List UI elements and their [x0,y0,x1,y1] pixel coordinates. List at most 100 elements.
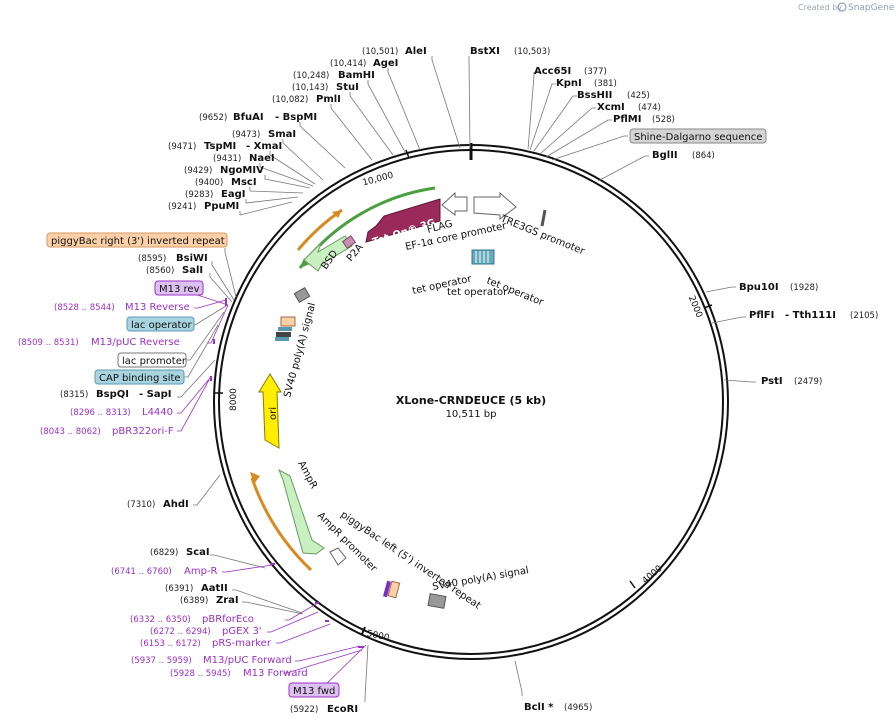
site-label-bsshii[interactable]: BssHII (425) [577,90,650,101]
sv40-polya-block-lower[interactable] [427,593,447,609]
piggybac-left-block[interactable] [387,580,401,599]
svg-text:BclI *: BclI * [524,702,554,713]
label-m13-fwd[interactable]: M13 fwd [288,682,340,698]
ori-label: ori [268,407,279,420]
tre3gs-promoter-arrow[interactable] [473,191,517,220]
primer-label-pbr322ori-f[interactable]: (8043 .. 8062) pBR322ori-F [40,426,174,437]
primer-label-pgex-3[interactable]: (6272 .. 6294) pGEX 3' [150,626,262,637]
site-label-naei[interactable]: (9431) NaeI [213,153,275,164]
tet-operator-block[interactable] [471,249,495,265]
site-label-pmli[interactable]: (10,082) PmlI [272,94,341,105]
label-lac-operator[interactable]: lac operator [126,316,195,332]
site-label-bspqi[interactable]: (8315) BspQI - SapI [60,389,171,400]
site-leader-lines [177,56,756,702]
lac-promoter-block [276,332,291,337]
svg-text:(864): (864) [692,151,715,161]
svg-text:BstXI: BstXI [470,46,500,57]
site-label-bamhi[interactable]: (10,248) BamHI [293,70,375,81]
tre-promoter-arrow-left[interactable] [441,191,468,217]
ampr-label: AmpR [295,459,319,491]
primer-label-amp-r[interactable]: (6741 .. 6760) Amp-R [111,566,218,577]
svg-text:(8528 .. 8544): (8528 .. 8544) [54,303,115,313]
svg-text:lac promoter: lac promoter [122,356,187,367]
primer-label-m13-puc-reverse[interactable]: (8509 .. 8531) M13/pUC Reverse [18,337,180,348]
site-label-msci[interactable]: (9400) MscI [195,177,257,188]
svg-text:(6272 .. 6294): (6272 .. 6294) [150,627,211,637]
site-label-kpni[interactable]: KpnI (381) [556,78,617,89]
svg-text:PpuMI: PpuMI [204,201,239,212]
primer-label-m13-reverse[interactable]: (8528 .. 8544) M13 Reverse [54,302,190,313]
site-label-bglii[interactable]: BglII (864) [652,150,715,161]
site-label-agei[interactable]: (10,414) AgeI [330,58,398,69]
site-label-stui[interactable]: (10,143) StuI [292,82,359,93]
piggybac-left-marker [382,580,392,598]
site-label-zrai[interactable]: (6389) ZraI [180,595,239,606]
svg-text:M13 rev: M13 rev [159,284,200,295]
svg-text:PstI: PstI [761,376,783,387]
site-label-aatii[interactable]: (6391) AatII [165,583,228,594]
svg-text:(2105): (2105) [850,311,878,321]
svg-text:BglII: BglII [652,150,678,161]
piggybac-right-block[interactable] [280,316,296,327]
site-label-tspmi[interactable]: (9471) TspMI - XmaI [168,141,282,152]
site-label-ppumi[interactable]: (9241) PpuMI [168,201,239,212]
svg-text:(5937 .. 5959): (5937 .. 5959) [131,656,192,666]
svg-text:(5922): (5922) [290,705,318,715]
lac-operator-block [278,327,292,331]
site-label-alei[interactable]: (10,501) AleI [362,46,427,57]
site-label-smai[interactable]: (9473) SmaI [232,129,296,140]
site-label-eagi[interactable]: (9283) EagI [185,189,245,200]
tet-on-3g-arrow[interactable] [365,198,441,243]
label-shine-dalgarno[interactable]: Shine-Dalgarno sequence [629,128,767,144]
site-label-ahdi[interactable]: (7310) AhdI [127,499,189,510]
svg-text:5000: 5000 [366,629,391,644]
orange-arc-lower-arrowhead [250,472,260,484]
ori-arrow[interactable] [258,373,282,449]
label-cap-binding-site[interactable]: CAP binding site [94,369,185,385]
primer-label-m13-puc-forward[interactable]: (5937 .. 5959) M13/pUC Forward [131,655,292,666]
site-label-bpu10i[interactable]: Bpu10I (1928) [739,282,818,293]
ampr-arrow[interactable] [278,468,325,555]
site-label-pflmi[interactable]: PflMI (528) [613,114,675,125]
ampr-promoter-arrow[interactable] [329,547,347,566]
site-label-ecori[interactable]: (5922) EcoRI [290,704,358,715]
label-piggybac-right[interactable]: piggyBac right (3') inverted repeat [46,232,228,248]
svg-text:BssHII: BssHII [577,90,612,101]
site-label-sali[interactable]: (8560) SalI [146,265,203,276]
p2a-block[interactable] [341,235,357,249]
site-label-psti[interactable]: PstI (2479) [761,376,822,387]
bsd-arrow[interactable] [303,235,353,272]
label-m13-rev[interactable]: M13 rev [154,280,204,296]
svg-text:(9471): (9471) [168,142,196,152]
svg-text:M13/pUC Reverse: M13/pUC Reverse [91,337,180,348]
primer-label-l4440[interactable]: (8296 .. 8313) L4440 [70,407,173,418]
svg-text:NaeI: NaeI [249,153,275,164]
credit-prefix: Created by [798,3,842,12]
site-label-pflfi[interactable]: PflFI - Tth111I (2105) [749,310,878,321]
site-label-bstxi[interactable]: BstXI (10,503) [470,46,550,57]
site-label-bcli[interactable]: BclI * (4965) [524,702,592,713]
site-label-bfuai[interactable]: (9652) BfuAI - BspMI [199,112,317,123]
svg-text:PflMI: PflMI [613,114,641,125]
sv40-polya-block-upper[interactable] [293,286,311,304]
site-label-scai[interactable]: (6829) ScaI [150,547,210,558]
svg-text:(8595): (8595) [138,254,166,264]
primer-label-prs-marker[interactable]: (6153 .. 6172) pRS-marker [140,638,272,649]
svg-text:(10,414): (10,414) [330,59,366,69]
svg-text:(8043 .. 8062): (8043 .. 8062) [40,427,101,437]
site-label-acc65i[interactable]: Acc65I (377) [534,66,607,77]
primer-label-pbrforeco[interactable]: (6332 .. 6350) pBRforEco [130,614,254,625]
svg-text:ZraI: ZraI [216,595,239,606]
svg-text:(10,501): (10,501) [362,47,398,57]
primer-label-m13-forward[interactable]: (5928 .. 5945) M13 Forward [170,668,308,679]
svg-text:BamHI: BamHI [338,70,375,81]
site-label-ngomiv[interactable]: (9429) NgoMIV [184,165,264,176]
svg-text:AhdI: AhdI [163,499,189,510]
svg-text:(9429): (9429) [184,166,212,176]
svg-text:Bpu10I: Bpu10I [739,282,779,293]
label-lac-promoter[interactable]: lac promoter [117,352,187,368]
site-label-xcmi[interactable]: XcmI (474) [597,102,661,113]
site-label-bsiwi[interactable]: (8595) BsiWI [138,253,208,264]
svg-text:- Tth111I: - Tth111I [785,310,836,321]
svg-text:(6741 .. 6760): (6741 .. 6760) [111,567,172,577]
